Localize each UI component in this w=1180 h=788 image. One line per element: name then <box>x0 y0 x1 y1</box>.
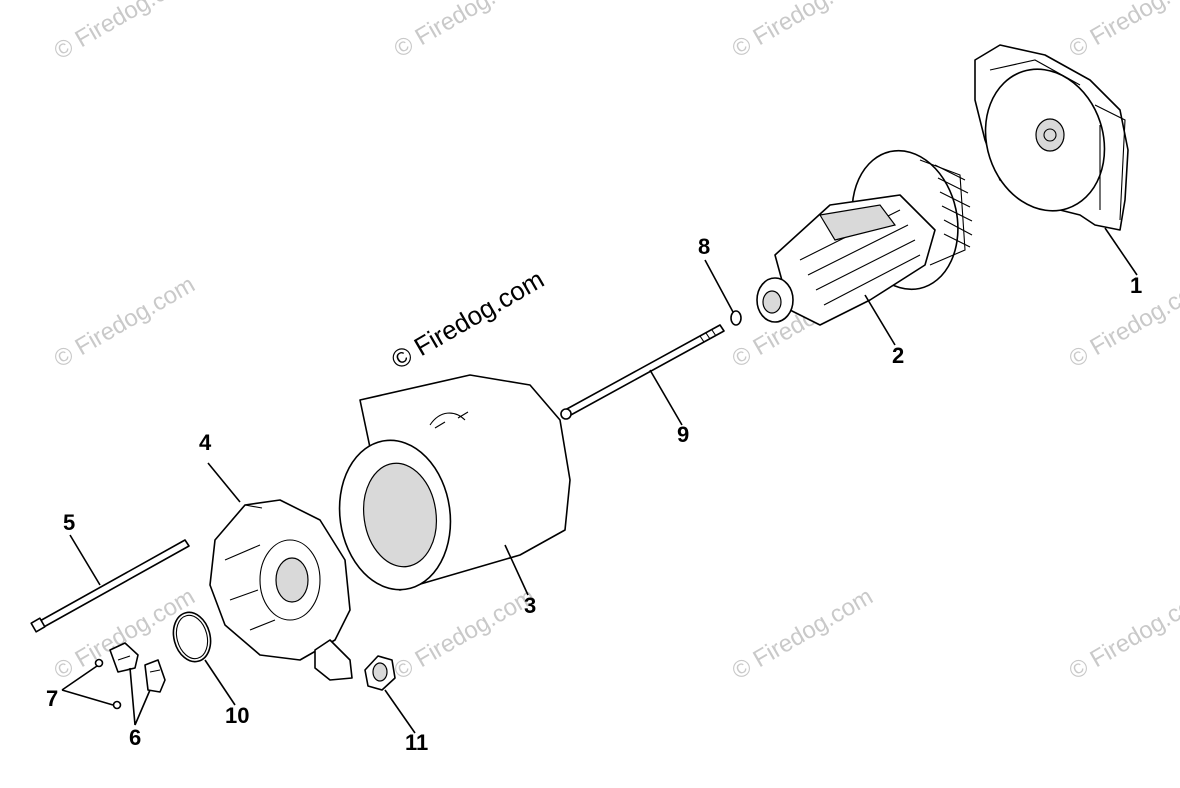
part-11-grommet <box>364 655 396 691</box>
part-6-brush-holder <box>109 642 166 693</box>
callout-7: 7 <box>46 686 58 711</box>
watermark: © Firedog.com <box>1065 0 1180 63</box>
watermark: © Firedog.com <box>728 583 878 685</box>
callout-8: 8 <box>698 234 710 259</box>
callout-11: 11 <box>405 730 428 755</box>
watermark: © Firedog.com <box>1065 583 1180 685</box>
callout-labels: 1 2 3 4 5 6 7 8 9 10 11 <box>46 234 1142 755</box>
watermark: © Firedog.com <box>50 0 200 65</box>
part-1-rear-housing <box>974 44 1129 231</box>
callout-2: 2 <box>892 343 904 368</box>
callout-10: 10 <box>225 703 249 728</box>
watermark: © Firedog.com <box>390 583 540 685</box>
part-4-end-bracket <box>209 499 353 681</box>
callout-9: 9 <box>677 422 689 447</box>
callout-3: 3 <box>524 593 536 618</box>
part-9-through-bolt <box>560 324 725 420</box>
part-5-stud <box>30 539 190 633</box>
callout-5: 5 <box>63 510 75 535</box>
callout-1: 1 <box>1130 273 1142 298</box>
watermark: © Firedog.com <box>50 271 200 373</box>
part-3-stator <box>338 374 571 591</box>
watermark: © Firedog.com <box>390 0 540 63</box>
callout-6: 6 <box>129 725 141 750</box>
part-8-washer <box>730 310 742 326</box>
watermark-main: © Firedog.com <box>386 264 549 375</box>
callout-4: 4 <box>199 430 212 455</box>
part-2-rotor <box>756 149 973 326</box>
watermark: © Firedog.com <box>1065 271 1180 373</box>
leader-lines <box>61 227 1138 734</box>
part-10-o-ring <box>172 611 212 663</box>
part-7-screws <box>94 658 122 710</box>
watermark: © Firedog.com <box>728 0 878 63</box>
